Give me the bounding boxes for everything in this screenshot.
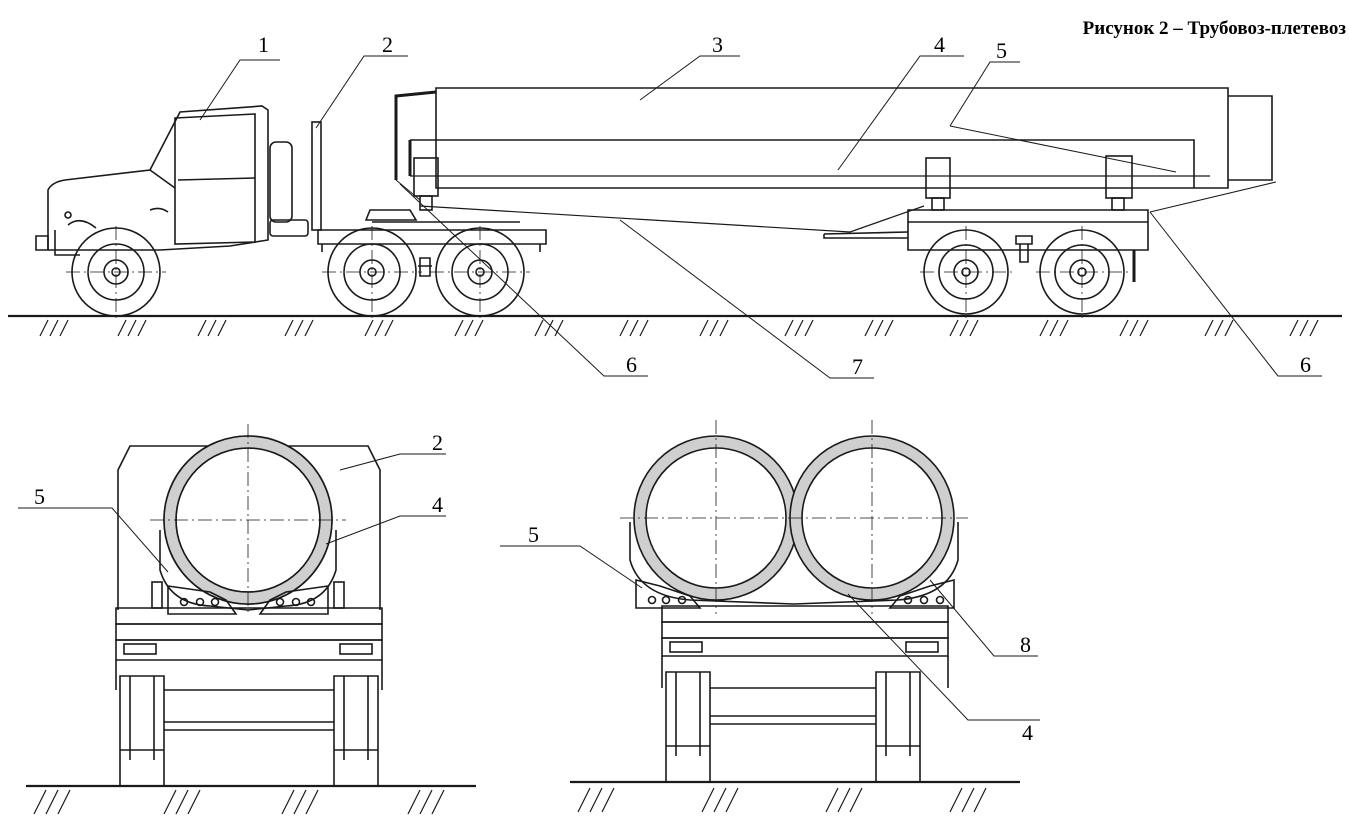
side-leader-lines bbox=[199, 55, 1322, 379]
axle bbox=[164, 689, 334, 731]
label-2: 2 bbox=[382, 32, 393, 57]
left-clamp-double bbox=[635, 578, 702, 609]
trailer-frame bbox=[823, 209, 1149, 282]
label-5: 5 bbox=[996, 38, 1007, 63]
right-wheel-double bbox=[875, 671, 921, 783]
label-6-right: 6 bbox=[1300, 352, 1311, 377]
left-clamp bbox=[167, 585, 238, 615]
rear-bunk-1 bbox=[925, 157, 951, 211]
label-rear2-4: 4 bbox=[1022, 720, 1033, 745]
tractor-frame bbox=[317, 229, 547, 245]
left-wheel bbox=[119, 675, 165, 787]
label-1: 1 bbox=[258, 32, 269, 57]
rear-view-double bbox=[500, 420, 1040, 813]
figure-caption: Рисунок 2 – Трубовоз-плетевоз bbox=[1083, 18, 1347, 39]
tractor-suspension bbox=[418, 257, 432, 277]
right-clamp bbox=[258, 585, 329, 615]
label-6-left: 6 bbox=[626, 352, 637, 377]
label-7: 7 bbox=[852, 354, 863, 379]
side-view bbox=[8, 55, 1342, 379]
axle-double bbox=[710, 687, 876, 725]
right-wheel bbox=[333, 675, 379, 787]
trailer-suspension bbox=[1015, 235, 1033, 263]
fifth-wheel bbox=[364, 209, 520, 223]
pipe-upper bbox=[394, 87, 1273, 189]
label-rear1-4: 4 bbox=[432, 492, 443, 517]
front-bunk bbox=[413, 157, 439, 211]
rear2-leader-lines bbox=[500, 545, 1040, 721]
double-cradle bbox=[629, 522, 959, 605]
label-rear2-8: 8 bbox=[1020, 632, 1031, 657]
ground-hatching-rear-1 bbox=[33, 789, 445, 815]
headboard-panel bbox=[117, 445, 381, 610]
label-rear1-5: 5 bbox=[34, 484, 45, 509]
pipe-tie-cable bbox=[395, 179, 1277, 213]
tractor-headboard bbox=[269, 121, 322, 237]
rear-single-labels: 2 5 4 bbox=[34, 430, 443, 517]
wheel-centerlines bbox=[66, 226, 1128, 322]
rear-double-labels: 5 8 4 bbox=[528, 522, 1033, 745]
ground-hatching-rear-2 bbox=[577, 787, 987, 813]
side-view-labels: 1 2 3 4 5 6 7 6 bbox=[258, 32, 1311, 379]
left-wheel-double bbox=[665, 671, 711, 783]
cross-beam bbox=[115, 623, 383, 641]
ground-hatching bbox=[39, 319, 1319, 337]
label-4: 4 bbox=[934, 32, 945, 57]
rear1-leader-lines bbox=[18, 453, 446, 573]
label-rear1-2: 2 bbox=[432, 430, 443, 455]
tractor-cab bbox=[35, 105, 269, 256]
pipe-lower bbox=[408, 139, 1210, 188]
label-rear2-5: 5 bbox=[528, 522, 539, 547]
rear-bunk-2 bbox=[1105, 155, 1133, 211]
drawbar bbox=[419, 205, 925, 233]
label-3: 3 bbox=[712, 32, 723, 57]
rear-view-single bbox=[18, 424, 476, 815]
